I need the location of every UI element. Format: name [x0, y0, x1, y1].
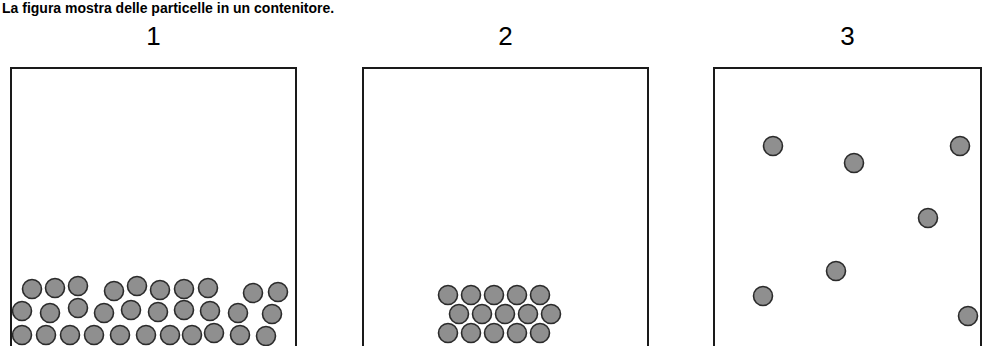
container-box: 2 — [362, 67, 649, 346]
container-number: 2 — [364, 21, 647, 51]
container-number: 1 — [12, 21, 295, 51]
figure-title: La figura mostra delle particelle in un … — [2, 0, 334, 16]
container-box: 3 — [713, 67, 982, 346]
container-box: 1 — [10, 67, 297, 346]
container-number: 3 — [715, 21, 980, 51]
particles — [13, 137, 978, 346]
